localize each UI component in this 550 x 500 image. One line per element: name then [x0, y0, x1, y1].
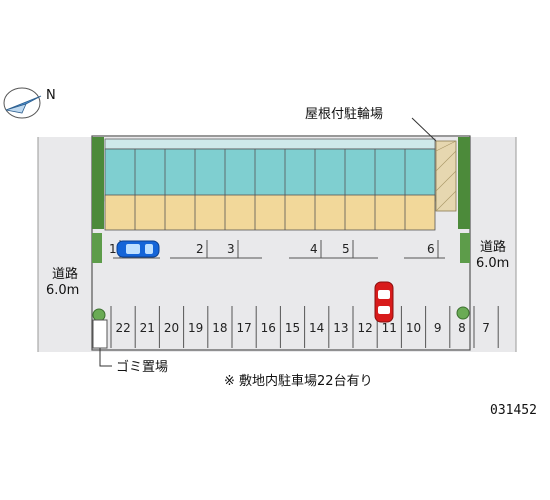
parking-space-number: 21 [140, 321, 155, 335]
bike-parking-leader [411, 117, 437, 142]
shrub-right [456, 306, 470, 320]
parking-space-number: 16 [261, 321, 276, 335]
greenery-left-strip [92, 137, 104, 229]
bike-parking-hatch [435, 140, 457, 212]
parking-space-number: 3 [227, 242, 235, 256]
parking-space-number: 5 [342, 242, 350, 256]
parking-space-number: 9 [434, 321, 442, 335]
compass-north-label: N [46, 88, 56, 103]
parking-space-number: 2 [196, 242, 204, 256]
property-code: 031452 [490, 403, 537, 418]
greenery-right-corner [460, 233, 470, 263]
parking-space-number: 7 [482, 321, 490, 335]
parking-row-bottom: 22 21 20 19 18 17 16 15 14 13 12 11 10 9 8 7 [110, 306, 499, 348]
parking-space-number: 15 [285, 321, 300, 335]
car-red-icon [374, 281, 394, 323]
parking-note: ※ 敷地内駐車場22台有り [224, 373, 373, 389]
shrub-left [92, 308, 106, 322]
parking-space-number: 1 [109, 242, 117, 256]
greenery-left-corner [92, 233, 102, 263]
apartment-building [104, 138, 436, 231]
parking-space-number: 13 [333, 321, 348, 335]
road-left-name: 道路 [52, 266, 78, 282]
parking-space-number: 17 [236, 321, 251, 335]
bike-parking-label: 屋根付駐輪場 [305, 106, 383, 122]
parking-space-number: 10 [406, 321, 421, 335]
parking-space-number: 6 [427, 242, 435, 256]
parking-space-number: 22 [115, 321, 130, 335]
garbage-area-label: ゴミ置場 [116, 359, 168, 375]
parking-space-number: 19 [188, 321, 203, 335]
parking-space-number: 14 [309, 321, 324, 335]
parking-space-number: 12 [357, 321, 372, 335]
parking-space-number: 8 [458, 321, 466, 335]
parking-space-number: 11 [382, 321, 397, 335]
bike-parking-shelter [435, 140, 457, 212]
parking-row-top: 1 2 3 4 5 6 [109, 240, 445, 259]
greenery-right-strip [458, 137, 470, 229]
parking-space-number: 18 [212, 321, 227, 335]
compass-icon [3, 87, 42, 119]
road-left-width: 6.0m [46, 283, 79, 298]
car-blue-icon [116, 240, 160, 258]
road-right-name: 道路 [480, 239, 506, 255]
garbage-area-box [92, 319, 108, 349]
parking-space-number: 20 [164, 321, 179, 335]
road-right-width: 6.0m [476, 256, 509, 271]
parking-space-number: 4 [310, 242, 318, 256]
garbage-area-leader [99, 348, 112, 367]
